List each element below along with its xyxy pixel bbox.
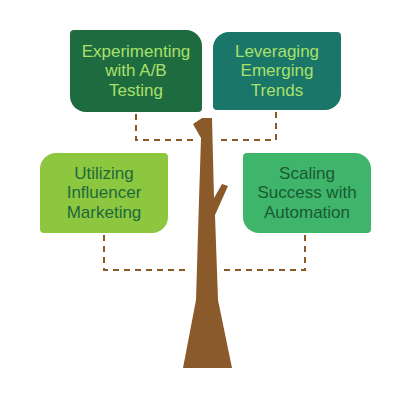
box-label: Scaling Success with Automation: [251, 164, 363, 221]
branch-box: Experimenting with A/B Testing: [70, 30, 202, 112]
box-label: Experimenting with A/B Testing: [78, 42, 194, 99]
leader-line: [224, 235, 305, 270]
leader-line: [104, 235, 190, 270]
branch-box: Leveraging Emerging Trends: [213, 32, 341, 110]
tree-trunk: [183, 118, 232, 368]
leader-line: [220, 112, 276, 140]
branch-box: Utilizing Influencer Marketing: [40, 153, 168, 233]
branch-box: Scaling Success with Automation: [243, 153, 371, 233]
leader-line: [136, 114, 197, 140]
box-label: Utilizing Influencer Marketing: [48, 164, 160, 221]
box-label: Leveraging Emerging Trends: [221, 42, 333, 99]
